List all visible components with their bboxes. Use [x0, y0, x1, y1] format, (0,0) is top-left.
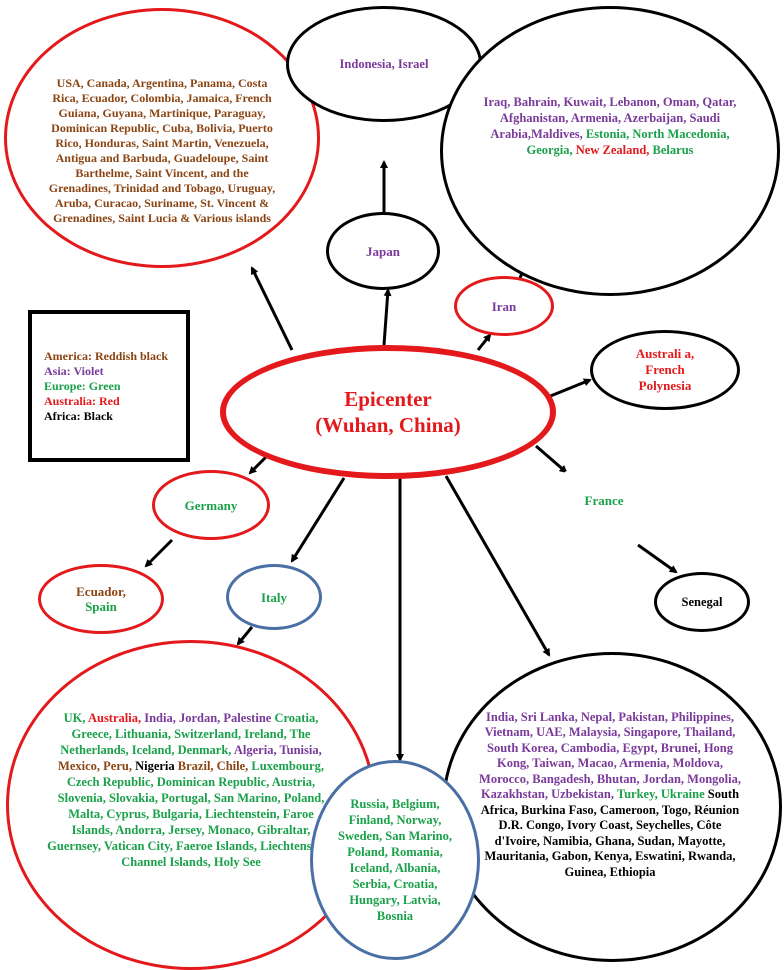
australia-label-line3: Polynesia	[638, 378, 692, 393]
france-label: France	[584, 492, 624, 508]
middle-east-europe-countries: Estonia, North Macedonia, Georgia,	[526, 127, 730, 157]
italy-label: Italy	[261, 589, 287, 605]
legend-america: America: Reddish black	[44, 348, 168, 363]
australia-node: Australi a, French Polynesia	[590, 330, 740, 410]
asia-africa-node: India, Sri Lanka, Nepal, Pakistan, Phili…	[442, 652, 782, 962]
spain-label: Spain	[85, 599, 117, 614]
edge-epicenter-australia	[547, 378, 592, 399]
edge-epicenter-france	[535, 444, 568, 474]
middle-east-node: Iraq, Bahrain, Kuwait, Lebanon, Oman, Qa…	[440, 6, 780, 296]
italy-children-asia-1: India, Jordan, Palestine	[144, 711, 272, 725]
asia-africa-africa-countries: South Africa, Burkina Faso, Cameroon, To…	[480, 787, 740, 879]
italy-children-europe-2: Luxembourg, Czech Republic, Dominican Re…	[47, 759, 335, 869]
legend-asia: Asia: Violet	[44, 363, 104, 378]
iran-label: Iran	[491, 298, 517, 314]
italy-children-uk: UK,	[63, 711, 86, 725]
epicenter-node: Epicenter (Wuhan, China)	[220, 345, 556, 479]
senegal-node: Senegal	[654, 572, 750, 632]
edge-italy-children	[236, 626, 254, 646]
americas-node: USA, Canada, Argentina, Panama, Costa Ri…	[4, 8, 320, 268]
edge-epicenter-asia-africa	[444, 475, 551, 657]
epicenter-title: Epicenter	[344, 387, 432, 411]
japan-label: Japan	[366, 243, 400, 259]
middle-east-asia-countries: Iraq, Bahrain, Kuwait, Lebanon, Oman, Qa…	[483, 95, 737, 141]
italy-children-europe-1: Croatia, Greece, Lithuania, Switzerland,…	[60, 711, 319, 757]
ecuador-spain-node: Ecuador, Spain	[38, 564, 164, 634]
americas-countries: USA, Canada, Argentina, Panama, Costa Ri…	[48, 76, 276, 225]
japan-node: Japan	[326, 212, 440, 290]
legend-europe: Europe: Green	[44, 378, 121, 393]
edge-germany-ecuador	[144, 538, 174, 568]
edge-france-senegal	[637, 543, 678, 574]
middle-east-europe-countries-2: Belarus	[652, 143, 694, 157]
indonesia-israel-label: Indonesia, Israel	[339, 56, 429, 71]
australia-label-line1: Australi a,	[635, 346, 695, 361]
italy-children-asia-2: Algeria, Tunisia,	[233, 743, 322, 757]
australia-label-line2: French	[645, 362, 685, 377]
legend-africa: Africa: Black	[44, 408, 113, 423]
edge-epicenter-italy	[290, 477, 346, 563]
italy-children-australia: Australia,	[87, 711, 142, 725]
germany-label: Germany	[184, 497, 238, 513]
italy-children-node: UK, Australia, India, Jordan, Palestine …	[6, 640, 376, 970]
ecuador-label: Ecuador,	[76, 584, 126, 599]
europe-node: Russia, Belgium, Finland, Norway, Sweden…	[310, 760, 480, 960]
legend: America: Reddish black Asia: Violet Euro…	[28, 310, 190, 462]
france-node: France	[546, 462, 662, 538]
edge-epicenter-americas	[250, 266, 294, 351]
edge-epicenter-iran	[476, 333, 492, 351]
italy-node: Italy	[226, 564, 322, 630]
asia-africa-asia-countries: India, Sri Lanka, Nepal, Pakistan, Phili…	[479, 709, 741, 802]
legend-australia: Australia: Red	[44, 393, 120, 408]
germany-node: Germany	[152, 470, 270, 540]
edge-epicenter-japan	[382, 288, 392, 346]
italy-children-africa: Nigeria	[135, 759, 175, 773]
epicenter-subtitle: (Wuhan, China)	[315, 413, 461, 437]
italy-children-america-2: Brazil, Chile,	[177, 759, 249, 773]
asia-africa-europe-countries: Turkey, Ukraine	[616, 787, 705, 802]
senegal-label: Senegal	[681, 594, 723, 609]
europe-countries: Russia, Belgium, Finland, Norway, Sweden…	[338, 797, 452, 923]
iran-node: Iran	[454, 276, 554, 336]
italy-children-america-1: Mexico, Peru,	[58, 759, 132, 773]
middle-east-australia-countries: New Zealand,	[575, 143, 650, 157]
